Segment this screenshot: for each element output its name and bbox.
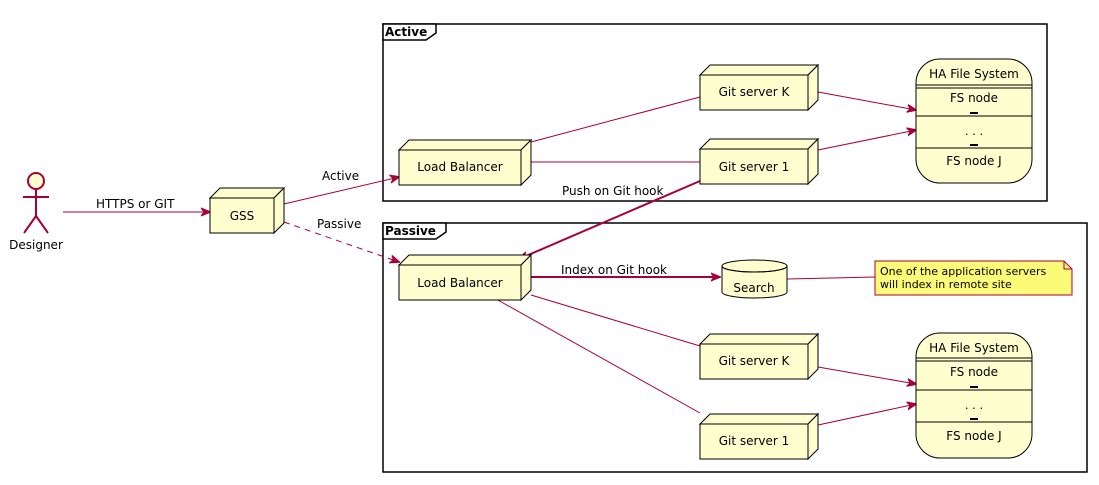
edge-passive-git1-fs [817,404,916,426]
edge-active-lb-gitk [530,96,701,143]
active-fs-node-j: FS node J [946,154,1001,168]
edge-label-active: Active [322,169,359,183]
edge-active-git1-fs [817,130,916,151]
passive-fs-node: FS node [950,365,998,379]
active-git-server-1-label: Git server 1 [719,160,790,174]
gss-label: GSS [230,209,255,223]
passive-load-balancer-label: Load Balancer [417,276,502,290]
note-line-2: will index in remote site [880,278,1012,291]
edge-active-gitk-fs [817,91,916,110]
active-fs-title: HA File System [929,67,1019,81]
edge-search-note [786,276,876,280]
note: One of the application servers will inde… [874,260,1073,296]
passive-frame: Passive [382,222,1088,473]
actor-label: Designer [9,238,63,252]
passive-frame-title: Passive [385,224,436,238]
passive-git-server-k-label: Git server K [719,354,791,368]
passive-fs-ellipsis: . . . [965,398,983,412]
active-load-balancer-node[interactable]: Load Balancer [397,138,533,187]
passive-fs-node-j: FS node J [946,429,1001,443]
edge-label-index: Index on Git hook [561,263,667,277]
active-git-server-k-label: Git server K [719,85,791,99]
actor-icon [23,172,49,234]
passive-git-server-1-label: Git server 1 [719,434,790,448]
note-line-1: One of the application servers [880,265,1047,278]
active-git-server-1-node[interactable]: Git server 1 [698,137,820,186]
active-frame-title: Active [385,25,427,39]
passive-fs-title: HA File System [929,341,1019,355]
search-database[interactable]: Search [721,259,788,299]
active-fs-node: FS node [950,91,998,105]
search-label: Search [733,281,774,295]
edge-passive-gitk-fs [817,366,916,384]
gss-node[interactable]: GSS [208,186,286,235]
edges: HTTPS or GIT Active Passive Push on Git … [63,91,916,426]
edge-label-https: HTTPS or GIT [96,197,175,211]
edge-gss-active [283,177,399,205]
designer-actor[interactable]: Designer [9,172,63,252]
edge-passive-lb-gitk [530,294,701,347]
active-ha-file-system[interactable]: HA File System FS node . . . FS node J [915,58,1033,184]
edge-push-hook [519,180,701,259]
edge-gss-passive [283,221,399,262]
edge-label-passive: Passive [317,217,361,231]
active-frame: Active [382,23,1048,202]
edge-label-push: Push on Git hook [562,184,664,198]
active-fs-ellipsis: . . . [965,124,983,138]
passive-git-server-1-node[interactable]: Git server 1 [698,412,820,461]
edge-passive-lb-git1 [495,298,701,414]
passive-git-server-k-node[interactable]: Git server K [698,332,820,381]
passive-load-balancer-node[interactable]: Load Balancer [397,253,533,302]
active-load-balancer-label: Load Balancer [417,160,502,174]
passive-ha-file-system[interactable]: HA File System FS node . . . FS node J [915,332,1033,459]
active-git-server-k-node[interactable]: Git server K [698,63,820,112]
